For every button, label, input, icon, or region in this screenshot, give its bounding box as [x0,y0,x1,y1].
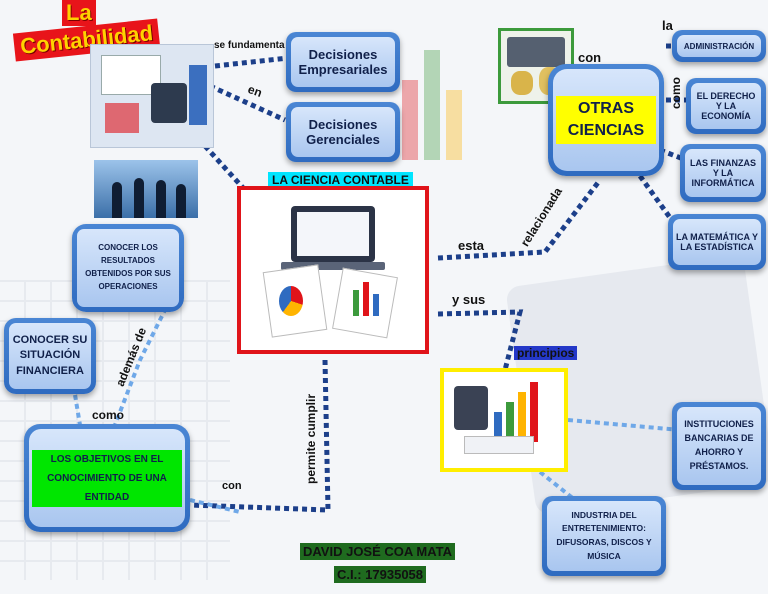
link-title-gerenciales [208,83,287,123]
node-derecho-economia: EL DERECHO Y LA ECONOMÍA [686,78,766,134]
node-conocer-situacion-label: CONOCER SU SITUACIÓN FINANCIERA [9,323,91,389]
node-objetivos: LOS OBJETIVOS EN EL CONOCIMIENTO DE UNA … [24,424,190,532]
node-derecho-economia-label: EL DERECHO Y LA ECONOMÍA [691,83,761,129]
connector-como-right: como [669,76,684,110]
central-laptop-image [237,186,429,354]
connector-con-bottom: con [222,480,242,492]
link-situacion-objetivos [73,394,82,426]
link-principios-industria [538,470,577,502]
node-decisiones-empresariales-label: Decisiones Empresariales [291,37,395,87]
connector-esta: esta [458,238,485,253]
connector-con-top: con [578,50,602,65]
connector-se-fundamenta: se fundamenta [214,40,285,51]
node-matematica-estadistica-label: LA MATEMÁTICA Y LA ESTADÍSTICA [673,219,761,265]
node-industria-label: INDUSTRIA DEL ENTRETENIMIENTO: DIFUSORAS… [547,501,661,571]
node-finanzas-informatica: LAS FINANZAS Y LA INFORMÁTICA [680,144,766,202]
node-conocer-resultados-label: CONOCER LOS RESULTADOS OBTENIDOS POR SUS… [77,229,179,307]
node-instituciones-label: INSTITUCIONES BANCARIAS DE AHORRO Y PRÉS… [677,407,761,485]
author-name: DAVID JOSÉ COA MATA [300,543,456,560]
node-objetivos-label: LOS OBJETIVOS EN EL CONOCIMIENTO DE UNA … [32,449,182,507]
node-decisiones-empresariales: Decisiones Empresariales [286,32,400,92]
node-instituciones: INSTITUCIONES BANCARIAS DE AHORRO Y PRÉS… [672,402,766,490]
link-otras-finanzas [659,147,687,163]
link-principios-instituciones [567,418,681,432]
link-resultados-objetivos [113,299,172,426]
accounting-desk-image [90,44,214,148]
connector-como-left: como [92,408,125,422]
connector-y-sus: y sus [452,292,486,307]
link-central-principios [437,309,524,371]
node-decisiones-gerenciales: Decisiones Gerenciales [286,102,400,162]
connector-permite-cumplir: permite cumplir [304,393,319,485]
node-administracion: ADMINISTRACIÓN [672,30,766,62]
node-industria: INDUSTRIA DEL ENTRETENIMIENTO: DIFUSORAS… [542,496,666,576]
node-finanzas-informatica-label: LAS FINANZAS Y LA INFORMÁTICA [685,149,761,197]
business-people-image [94,160,198,218]
link-title-central [203,144,247,192]
node-otras-ciencias: OTRAS CIENCIAS [548,64,664,176]
central-title: LA CIENCIA CONTABLE [268,172,413,188]
link-title-empresariales [214,55,289,69]
node-matematica-estadistica: LA MATEMÁTICA Y LA ESTADÍSTICA [668,214,766,270]
link-otras-matematica [637,174,679,228]
author-id: C.I.: 17935058 [334,566,427,583]
node-otras-ciencias-label: OTRAS CIENCIAS [556,96,656,144]
node-conocer-situacion: CONOCER SU SITUACIÓN FINANCIERA [4,318,96,394]
connector-principios: principios [514,346,578,360]
node-decisiones-gerenciales-label: Decisiones Gerenciales [291,107,395,157]
node-administracion-label: ADMINISTRACIÓN [677,35,761,57]
node-conocer-resultados: CONOCER LOS RESULTADOS OBTENIDOS POR SUS… [72,224,184,312]
principios-chart-image [440,368,568,472]
title-line1: La [62,0,96,26]
connector-la: la [662,18,673,33]
